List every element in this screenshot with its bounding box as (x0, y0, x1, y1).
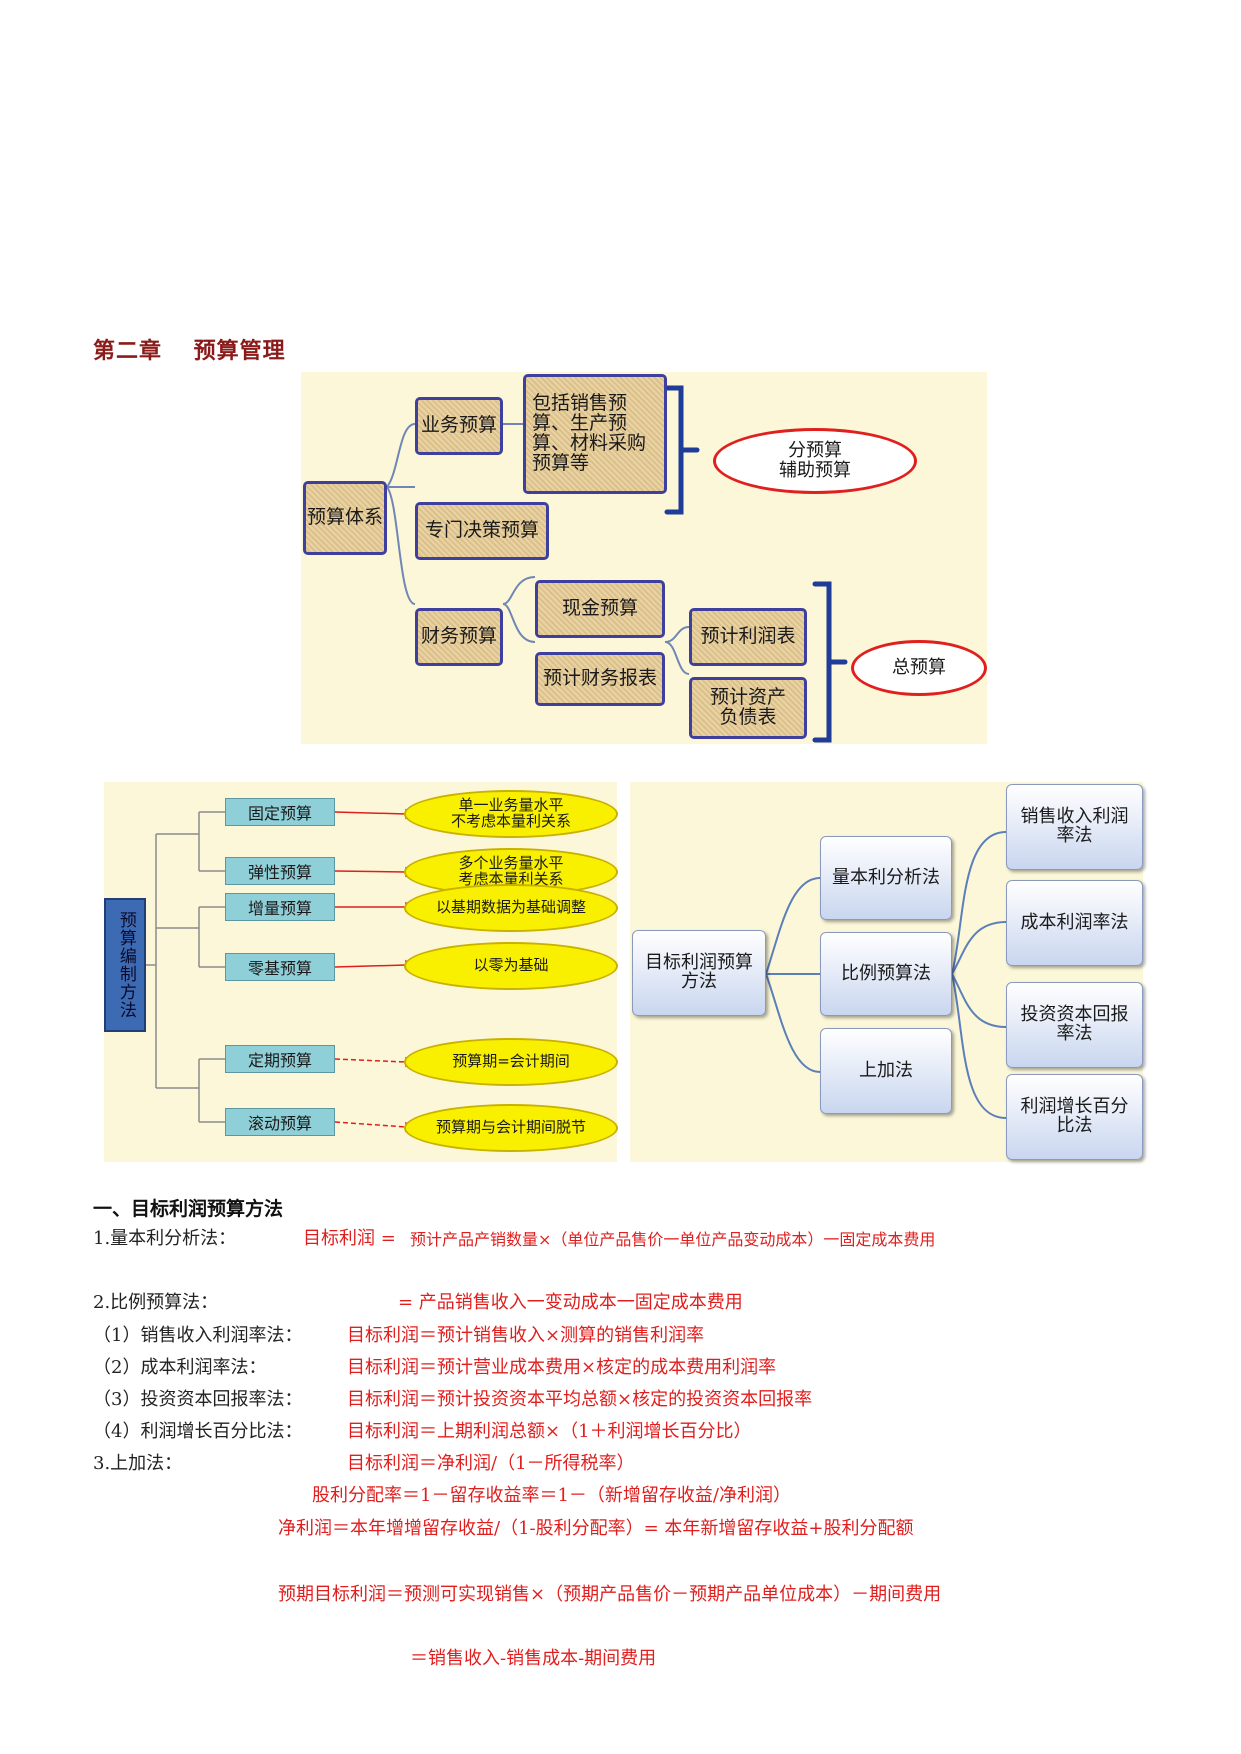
growth-label: （4）利润增长百分比法： (93, 1421, 303, 1442)
expected-target-profit-formula: 预期目标利润＝预测可实现销售×（预期产品售价－预期产品单位成本）－期间费用 (278, 1584, 942, 1605)
business-budget-node: 业务预算 (415, 397, 503, 455)
special-decision-budget-node: 专门决策预算 (415, 502, 549, 560)
markup-label: 3.上加法： (93, 1453, 183, 1474)
ratio-label: 2.比例预算法： (93, 1292, 219, 1313)
roi-label: （3）投资资本回报率法： (93, 1389, 303, 1410)
dividend-ratio-formula: 股利分配率＝1－留存收益率＝1－（新增留存收益/净利润） (312, 1485, 791, 1506)
budget-methods-root: 预算编制方法 (104, 898, 146, 1032)
sales-ratio-formula: 目标利润＝预计销售收入×测算的销售利润率 (347, 1325, 705, 1346)
chapter-title: 第二章 预算管理 (93, 338, 286, 364)
roi-formula: 目标利润＝预计投资资本平均总额×核定的投资资本回报率 (347, 1389, 813, 1410)
incremental-budget-desc: 以基期数据为基础调整 (404, 884, 618, 932)
fixed-budget-desc: 单一业务量水平 不考虑本量利关系 (404, 790, 618, 838)
incremental-budget-box: 增量预算 (225, 893, 335, 921)
growth-formula: 目标利润＝上期利润总额×（1＋利润增长百分比） (347, 1421, 752, 1442)
target-profit-connectors (765, 831, 1007, 1119)
fixed-budget-box: 固定预算 (225, 798, 335, 826)
budget-system-connectors (386, 385, 848, 743)
projected-statements-node: 预计财务报表 (535, 652, 665, 706)
cost-ratio-formula: 目标利润＝预计营业成本费用×核定的成本费用利润率 (347, 1357, 777, 1378)
projected-income-statement-node: 预计利润表 (689, 608, 807, 666)
profit-growth-node: 利润增长百分 比法 (1006, 1074, 1143, 1160)
cvp-formula-lead: 目标利润 = (303, 1228, 402, 1249)
target-profit-methods-diagram: 目标利润预算 方法 量本利分析法 比例预算法 上加法 销售收入利润 率法 成本利… (630, 782, 1143, 1162)
cost-ratio-label: （2）成本利润率法： (93, 1357, 267, 1378)
net-profit-formula: 净利润＝本年增增留存收益/（1-股利分配率）= 本年新增留存收益+股利分配额 (278, 1518, 914, 1539)
periodic-budget-desc: 预算期=会计期间 (404, 1038, 618, 1086)
cvp-formula: 预计产品产销数量×（单位产品售价一单位产品变动成本）一固定成本费用 (410, 1230, 936, 1249)
rolling-budget-box: 滚动预算 (225, 1108, 335, 1136)
budget-system-node: 预算体系 (303, 481, 387, 555)
section-title: 一、目标利润预算方法 (93, 1198, 284, 1220)
sales-minus-cost-formula: ＝销售收入-销售成本-期间费用 (410, 1648, 657, 1669)
roi-ratio-node: 投资资本回报 率法 (1006, 982, 1143, 1068)
sales-profit-ratio-node: 销售收入利润 率法 (1006, 784, 1143, 870)
business-budget-detail-node: 包括销售预算、生产预算、材料采购预算等 (523, 374, 667, 494)
target-profit-root: 目标利润预算 方法 (632, 930, 766, 1016)
ratio-formula: = 产品销售收入一变动成本一固定成本费用 (398, 1292, 743, 1313)
sales-ratio-label: （1）销售收入利润率法： (93, 1325, 303, 1346)
cvp-label: 1.量本利分析法： (93, 1228, 237, 1249)
sub-budget-oval: 分预算 辅助预算 (713, 428, 917, 494)
budget-methods-diagram: 预算编制方法 固定预算 单一业务量水平 不考虑本量利关系 弹性预算 多个业务量水… (104, 782, 618, 1162)
periodic-budget-box: 定期预算 (225, 1045, 335, 1073)
markup-method-node: 上加法 (820, 1028, 952, 1114)
flexible-budget-box: 弹性预算 (225, 857, 335, 885)
ratio-budget-node: 比例预算法 (820, 932, 952, 1016)
financial-budget-node: 财务预算 (415, 608, 503, 666)
rolling-budget-desc: 预算期与会计期间脱节 (404, 1104, 618, 1152)
budget-system-diagram: 预算体系 业务预算 包括销售预算、生产预算、材料采购预算等 专门决策预算 财务预… (301, 372, 987, 744)
zero-based-budget-desc: 以零为基础 (404, 942, 618, 990)
cvp-analysis-node: 量本利分析法 (820, 836, 952, 920)
cash-budget-node: 现金预算 (535, 580, 665, 638)
projected-balance-sheet-node: 预计资产负债表 (689, 677, 807, 739)
markup-formula: 目标利润＝净利润/（1－所得税率） (347, 1453, 635, 1474)
master-budget-oval: 总预算 (851, 640, 987, 696)
cost-profit-ratio-node: 成本利润率法 (1006, 880, 1143, 966)
zero-based-budget-box: 零基预算 (225, 953, 335, 981)
